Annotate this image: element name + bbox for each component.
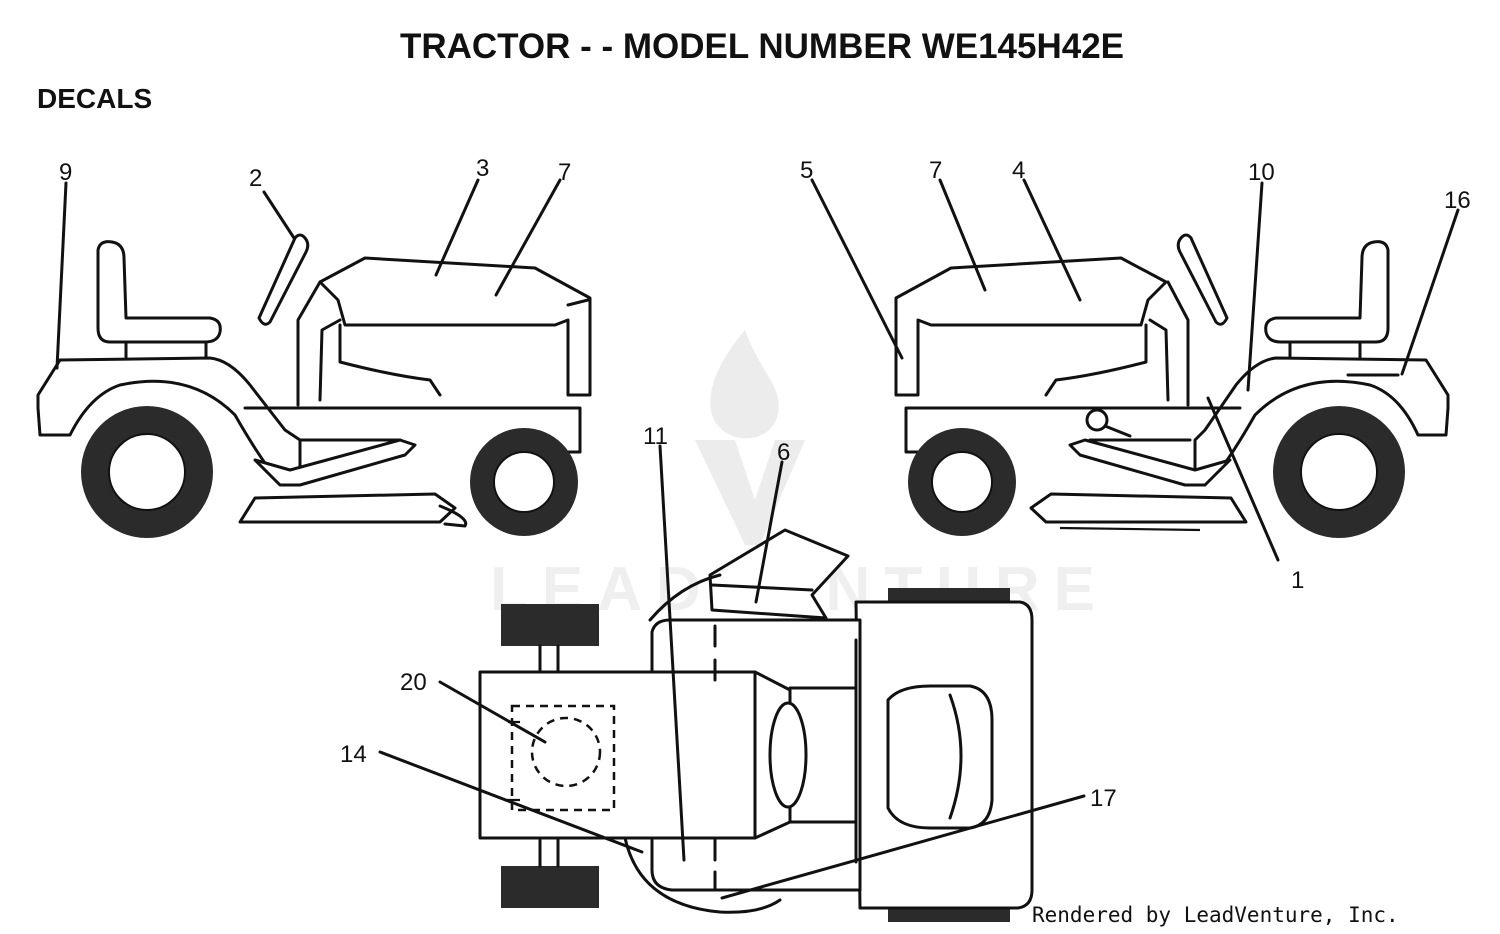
callout-14: 14 <box>340 741 367 768</box>
leader-6 <box>754 460 784 604</box>
tractor-top-view <box>478 528 1034 922</box>
footer-credit: Rendered by LeadVenture, Inc. <box>1032 903 1399 927</box>
leader-1 <box>1206 396 1280 562</box>
front-tire-top <box>501 604 599 646</box>
callout-6: 6 <box>777 439 790 466</box>
tractor-right-side-view <box>894 233 1450 538</box>
callout-5: 5 <box>800 157 813 184</box>
leader-7-left <box>494 178 562 297</box>
callout-20: 20 <box>400 669 427 696</box>
callout-7-left: 7 <box>558 159 571 186</box>
callout-2: 2 <box>249 165 262 192</box>
section-title: DECALS <box>37 83 152 114</box>
leader-11 <box>658 444 686 862</box>
callout-labels: 9 2 3 7 5 7 4 10 16 1 11 6 20 14 17 <box>59 155 1471 812</box>
leader-17 <box>720 794 1086 900</box>
leader-4 <box>1022 178 1082 302</box>
leader-2 <box>262 190 296 240</box>
callout-17: 17 <box>1090 785 1117 812</box>
leader-5 <box>810 178 904 360</box>
leader-16 <box>1400 208 1460 376</box>
callout-7-right: 7 <box>929 157 942 184</box>
callout-4: 4 <box>1012 157 1025 184</box>
callout-10: 10 <box>1248 159 1275 186</box>
leader-9 <box>55 181 68 370</box>
callout-9: 9 <box>59 159 72 186</box>
front-tire-bottom <box>501 866 599 908</box>
callout-11: 11 <box>643 423 668 450</box>
tractor-left-side-view <box>36 233 592 538</box>
leader-20 <box>438 680 547 744</box>
leader-7-right <box>938 178 987 292</box>
leader-3 <box>434 178 480 277</box>
callout-3: 3 <box>476 155 489 182</box>
leader-14 <box>378 750 644 854</box>
callout-16: 16 <box>1444 187 1471 214</box>
page-title: TRACTOR - - MODEL NUMBER WE145H42E <box>400 27 1124 66</box>
leader-lines <box>55 178 1460 900</box>
callout-1: 1 <box>1291 567 1304 594</box>
leader-10 <box>1246 181 1264 392</box>
